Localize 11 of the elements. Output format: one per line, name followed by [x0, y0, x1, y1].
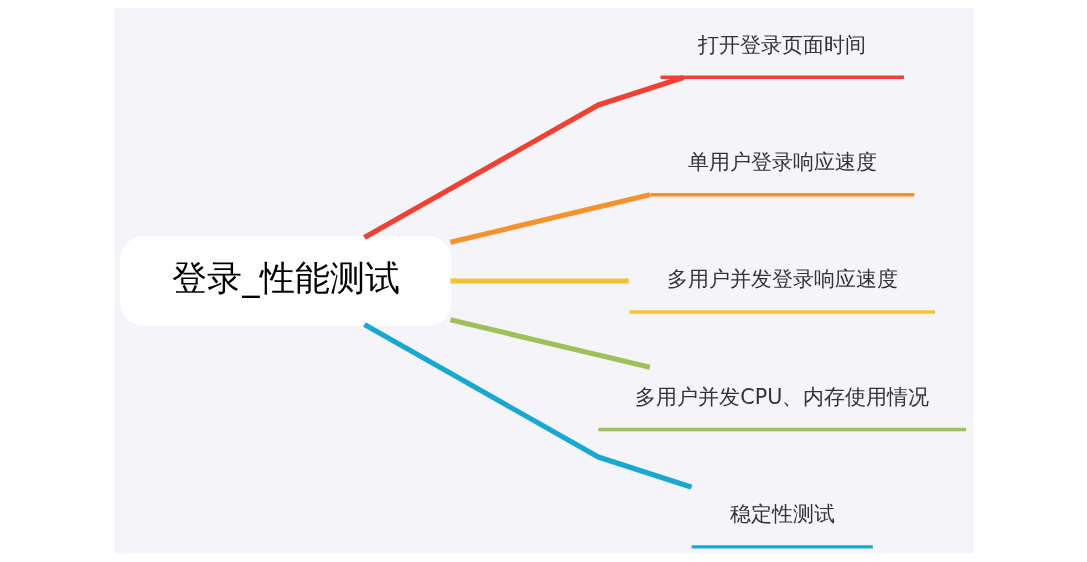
node-text: 打开登录页面时间	[697, 32, 866, 57]
node-text: 稳定性测试	[729, 502, 835, 527]
connector	[449, 278, 629, 284]
node-text: 多用户并发CPU、内存使用情况	[634, 384, 929, 409]
node-text: 单用户登录响应速度	[687, 149, 877, 174]
connector	[449, 317, 650, 370]
connector	[362, 322, 692, 490]
connector	[449, 192, 650, 245]
node-text: 多用户并发登录响应速度	[666, 267, 898, 292]
node-box: 登录_性能测试	[119, 236, 452, 326]
connector	[362, 75, 684, 240]
